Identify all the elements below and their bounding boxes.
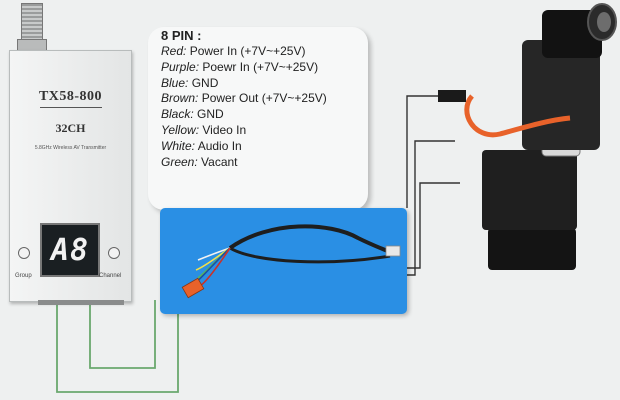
pin-function: Power In (+7V~+25V): [189, 44, 306, 58]
mount-orange-cable: [464, 94, 571, 138]
pin-function: Audio In: [197, 138, 242, 153]
mount-lower-body: [482, 150, 577, 230]
pin-color-label: Red:: [161, 44, 187, 58]
pin-row: Purple: Poewr In (+7V~+25V): [161, 60, 327, 76]
black-wire-2: [407, 140, 455, 276]
pin-color-label: White:: [161, 138, 196, 153]
pin-color-label: Yellow:: [161, 122, 200, 137]
green-wire-outer: [56, 305, 179, 393]
black-wire-1: [406, 95, 438, 208]
transmitter-model: TX58-800: [38, 89, 103, 104]
pin-function: Poewr In (+7V~+25V): [202, 59, 319, 74]
antenna-icon: [21, 3, 43, 41]
transmitter-channels: 32CH: [55, 121, 86, 135]
group-label: Group: [15, 273, 32, 279]
pin-color-label: Green:: [161, 154, 198, 169]
pin-row: Black: GND: [161, 107, 327, 123]
pin-row: Blue: GND: [161, 76, 327, 92]
pin-row: Yellow: Video In: [161, 123, 327, 139]
pin-function: GND: [197, 107, 224, 122]
camera-mount: [430, 0, 620, 290]
pan-tilt-mount-icon: [438, 3, 617, 270]
pinout-callout: [148, 27, 368, 210]
pin-function: GND: [191, 75, 219, 90]
cable-panel: [160, 208, 407, 314]
pin-color-label: Blue:: [161, 75, 189, 90]
camera-lens-inner: [597, 12, 611, 32]
pin-color-label: Brown:: [161, 91, 199, 106]
pin-row: White: Audio In: [161, 139, 327, 155]
black-wire-3: [407, 182, 460, 269]
display-digits: A8: [50, 232, 90, 268]
channel-display: A8: [40, 223, 100, 277]
pin-row: Green: Vacant: [161, 155, 327, 171]
pinout-list: Red: Power In (+7V~+25V) Purple: Poewr I…: [161, 44, 327, 170]
mount-base: [488, 228, 576, 270]
group-button[interactable]: [18, 247, 30, 259]
mount-connector: [438, 90, 466, 102]
model-underline: [40, 107, 102, 108]
cable-branch: [229, 246, 391, 264]
pin-row: Red: Power In (+7V~+25V): [161, 44, 327, 60]
pinout-title: 8 PIN :: [161, 28, 202, 43]
pin-color-label: Purple:: [161, 59, 200, 74]
cable-connector-white: [385, 245, 401, 257]
pin-row: Brown: Power Out (+7V~+25V): [161, 91, 327, 107]
cable-harness-icon: [181, 224, 401, 299]
cable-main: [228, 224, 391, 254]
pin-function: Vacant: [201, 154, 238, 169]
pin-color-label: Black:: [161, 107, 194, 122]
transmitter-description: 5.8GHz Wireless AV Transmitter: [34, 145, 107, 151]
cable-connector-orange: [181, 277, 205, 299]
wire-blue: [193, 247, 231, 285]
pin-function: Video In: [202, 122, 247, 137]
channel-button[interactable]: [108, 247, 120, 259]
transmitter-base: [38, 300, 124, 305]
channel-label: Channel: [99, 273, 122, 279]
transmitter-box: TX58-800 32CH 5.8GHz Wireless AV Transmi…: [9, 50, 132, 302]
green-wire-inner: [89, 300, 156, 369]
wire-white: [197, 247, 231, 261]
pin-function: Power Out (+7V~+25V): [201, 91, 327, 106]
